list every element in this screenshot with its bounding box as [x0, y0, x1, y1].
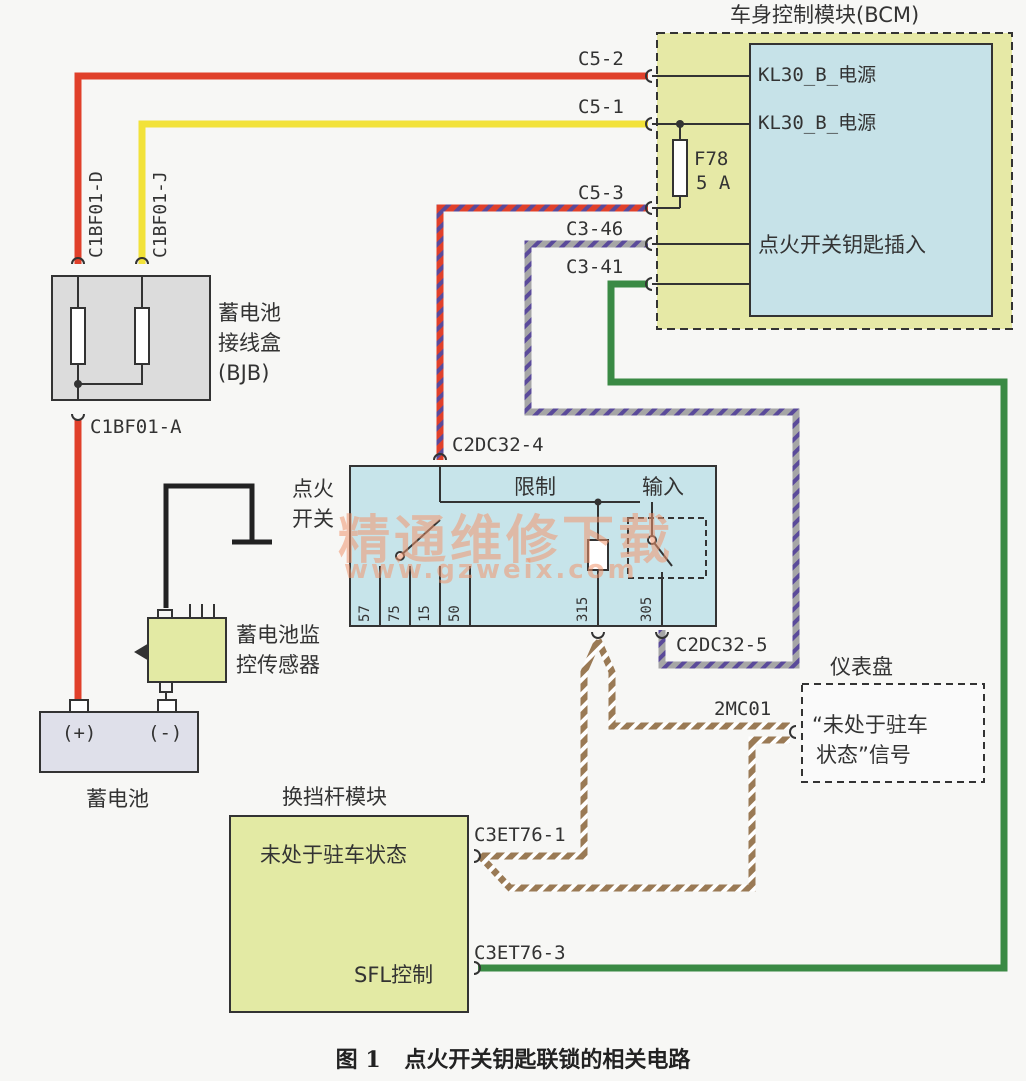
- bjb-internal: [70, 257, 150, 421]
- ignition-node-2: [395, 551, 405, 561]
- ignition-name-1: 点火: [292, 477, 334, 501]
- battery-name: 蓄电池: [86, 787, 149, 811]
- wire-brown-1: [594, 638, 790, 730]
- bcm-box: [749, 43, 993, 317]
- bcm-connector-marks: [645, 69, 653, 291]
- connector-c3et76-1: C3ET76-1: [474, 824, 566, 846]
- ignition-pin-305: 305: [639, 596, 655, 622]
- battery-sensor-box: [147, 617, 227, 683]
- cluster-title: 仪表盘: [830, 655, 893, 679]
- caption-figure-number: 图 1: [335, 1047, 381, 1073]
- fuse-name: F78: [694, 148, 729, 170]
- bjb-name-2: 接线盒: [218, 331, 281, 355]
- gear-module-connector-marks: [473, 849, 481, 975]
- connector-c1bf01-a: C1BF01-A: [90, 416, 182, 438]
- gear-module-title: 换挡杆模块: [282, 785, 387, 809]
- connector-c5-1: C5-1: [578, 96, 624, 118]
- ignition-node-3: [647, 535, 657, 545]
- battery-plus-label: (+): [62, 722, 97, 744]
- bjb-name-3: (BJB): [218, 361, 270, 385]
- ignition-name-2: 开关: [292, 507, 334, 531]
- gear-module-row-sfl: SFL控制: [354, 963, 434, 987]
- wire-red-top: [74, 72, 648, 264]
- connector-c2dc32-5: C2DC32-5: [676, 634, 768, 656]
- wire-yellow: [138, 120, 648, 264]
- figure-caption: 图 1 点火开关钥匙联锁的相关电路: [0, 1042, 1026, 1074]
- ignition-pin-50: 50: [447, 605, 463, 622]
- watermark-url: www.gzweix.com: [344, 555, 638, 585]
- ignition-limit-label: 限制: [514, 475, 556, 499]
- ignition-switch-internal: [379, 453, 707, 639]
- gear-module-box: [229, 815, 469, 1013]
- connector-c5-3: C5-3: [578, 182, 624, 204]
- battery-minus-terminal: [157, 699, 177, 713]
- wire-brown-2: [480, 638, 602, 860]
- battery-plus-terminal: [69, 699, 89, 713]
- battery-sensor-name-1: 蓄电池监: [236, 623, 320, 647]
- bcm-title: 车身控制模块(BCM): [730, 3, 920, 27]
- wire-brown-3: [477, 736, 790, 892]
- connector-c3-46: C3-46: [566, 218, 624, 240]
- cluster-connector-mark: [789, 725, 797, 739]
- bcm-line-ignition-key: 点火开关钥匙插入: [758, 233, 926, 257]
- bcm-splice: [676, 120, 684, 128]
- connector-2mc01: 2MC01: [714, 698, 772, 720]
- wire-green: [478, 280, 1008, 972]
- connector-c1bf01-j: C1BF01-J: [150, 171, 171, 258]
- connector-c3et76-3: C3ET76-3: [474, 942, 566, 964]
- bjb-splice: [74, 380, 82, 388]
- fuse-f78: [672, 139, 688, 197]
- connector-c5-2: C5-2: [578, 48, 624, 70]
- connector-c2dc32-4: C2DC32-4: [452, 434, 544, 456]
- bjb-name-1: 蓄电池: [218, 301, 281, 325]
- caption-text: 点火开关钥匙联锁的相关电路: [404, 1047, 691, 1073]
- battery-sensor-name-2: 控传感器: [236, 653, 320, 677]
- cluster-signal-2: 状态”信号: [816, 743, 911, 767]
- ground-symbol: [163, 483, 272, 608]
- cluster-signal-1: “未处于驻车: [812, 713, 928, 737]
- fuse-rating: 5 A: [696, 172, 731, 194]
- battery-box: [39, 711, 199, 773]
- bcm-line-kl30-2: KL30_B_电源: [758, 112, 877, 134]
- connector-c1bf01-d: C1BF01-D: [86, 171, 107, 258]
- ignition-pin-315: 315: [575, 596, 591, 622]
- cluster-box: [801, 683, 985, 783]
- ignition-node-1: [594, 498, 602, 506]
- connector-c3-41: C3-41: [566, 256, 624, 278]
- ignition-input-label: 输入: [642, 475, 684, 499]
- watermark-title: 精通维修下载: [338, 511, 675, 571]
- wire-gray-striped: [524, 240, 800, 669]
- bcm-line-kl30-1: KL30_B_电源: [758, 64, 877, 86]
- bcm-internal-wiring: [652, 75, 750, 285]
- battery-minus-label: (-): [148, 722, 183, 744]
- wire-red-striped: [436, 204, 648, 460]
- battery-sensor-pins: [134, 604, 215, 712]
- gear-module-row-not-park: 未处于驻车状态: [260, 843, 407, 867]
- ignition-pin-57: 57: [357, 605, 373, 622]
- ignition-pin-15: 15: [417, 605, 433, 622]
- ignition-pin-75: 75: [387, 605, 403, 622]
